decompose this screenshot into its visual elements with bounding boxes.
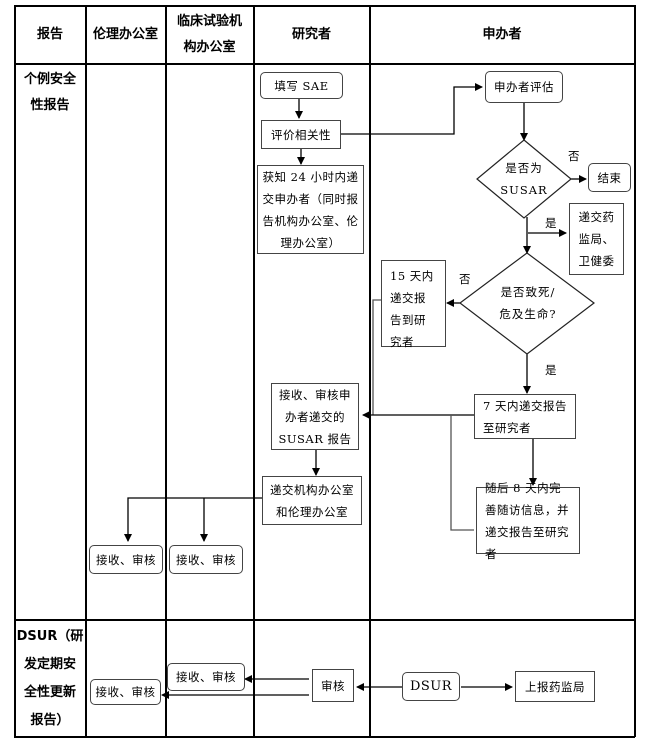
- report-15d-text: 15 天内递交报告到研究者: [390, 269, 434, 349]
- header-bottom-border: [14, 63, 635, 65]
- submit-nmpa-box: 递交药监局、卫健委: [569, 203, 624, 275]
- assess-relevance-text: 评价相关性: [271, 127, 331, 142]
- dsur-source-box: DSUR: [402, 672, 460, 701]
- header-investigator-text: 研究者: [291, 26, 331, 42]
- row-label-individual-line1: 个例安全: [23, 72, 76, 87]
- receive-review-susar-text: 接收、审核申办者递交的 SUSAR 报告: [278, 387, 352, 446]
- fatal-yes-label: 是: [545, 363, 557, 377]
- fatal-decision-label: 是否致死/ 危及生命?: [488, 281, 568, 325]
- dsur-institution-receive-text: 接收、审核: [176, 670, 236, 684]
- row-label-dsur-line2: 发定期安: [23, 657, 76, 672]
- fatal-no-label: 否: [459, 272, 471, 286]
- header-ethics-office-text: 伦理办公室: [92, 26, 158, 42]
- table-bottom-border: [14, 736, 635, 738]
- row-label-dsur: DSUR（研 发定期安 全性更新 报告）: [15, 623, 85, 735]
- dsur-investigator-review-text: 审核: [321, 678, 345, 693]
- dsur-institution-receive-box: 接收、审核: [167, 663, 245, 691]
- dsur-ethics-receive-box: 接收、审核: [90, 679, 161, 705]
- header-report: 报告: [15, 6, 85, 63]
- susar-decision-label: 是否为 SUSAR: [492, 157, 556, 201]
- col-border-5: [634, 5, 636, 737]
- col-border-0: [14, 5, 16, 737]
- report-15d-box: 15 天内递交报告到研究者: [381, 260, 446, 349]
- end-box: 结束: [588, 163, 631, 192]
- susar-yes-label: 是: [545, 216, 557, 230]
- submit-nmpa-text: 递交药监局、卫健委: [578, 210, 615, 268]
- notify-24h-box: 获知 24 小时内递交申办者（同时报告机构办公室、伦理办公室）: [257, 165, 364, 254]
- dsur-report-nmpa-box: 上报药监局: [515, 671, 595, 702]
- end-text: 结束: [597, 170, 622, 185]
- header-investigator: 研究者: [254, 6, 369, 63]
- fill-sae-box: 填写 SAE: [260, 72, 343, 99]
- submit-offices-text: 递交机构办公室和伦理办公室: [270, 482, 354, 519]
- fatal-decision-line2: 危及生命?: [499, 307, 557, 321]
- col-border-1: [85, 5, 87, 737]
- notify-24h-text: 获知 24 小时内递交申办者（同时报告机构办公室、伦理办公室）: [262, 169, 359, 250]
- sponsor-assess-box: 申办者评估: [485, 71, 563, 103]
- ethics-receive-review-box: 接收、审核: [89, 545, 163, 574]
- report-8d-box: 随后 8 天内完善随访信息，并递交报告至研究者: [476, 481, 580, 561]
- submit-offices-box: 递交机构办公室和伦理办公室: [262, 476, 362, 525]
- header-institution-office: 临床试验机 构办公室: [166, 6, 253, 63]
- report-7d-box: 7 天内递交报告至研究者: [474, 394, 576, 439]
- assess-relevance-box: 评价相关性: [261, 120, 341, 149]
- dsur-report-nmpa-text: 上报药监局: [525, 679, 585, 694]
- flow-table: [14, 5, 634, 736]
- header-report-text: 报告: [36, 26, 63, 42]
- report-8d-text: 随后 8 天内完善随访信息，并递交报告至研究者: [485, 480, 569, 561]
- table-top-border: [14, 5, 635, 7]
- col-border-2: [165, 5, 167, 737]
- fill-sae-text: 填写 SAE: [274, 78, 329, 93]
- row-label-individual-line2: 性报告: [30, 98, 70, 113]
- col-border-3: [253, 5, 255, 737]
- col-border-4: [369, 5, 371, 737]
- institution-receive-review-box: 接收、审核: [169, 545, 243, 574]
- report-7d-text: 7 天内递交报告至研究者: [483, 398, 567, 435]
- dsur-investigator-review-box: 审核: [312, 669, 354, 702]
- ethics-receive-review-text: 接收、审核: [96, 552, 156, 567]
- susar-no-label: 否: [568, 149, 580, 163]
- susar-decision-line1: 是否为: [505, 161, 543, 175]
- dsur-source-text: DSUR: [409, 678, 453, 694]
- fatal-decision-line1: 是否致死/: [500, 285, 556, 299]
- header-sponsor: 申办者: [370, 6, 634, 63]
- header-sponsor-text: 申办者: [482, 26, 522, 42]
- receive-review-susar-box: 接收、审核申办者递交的 SUSAR 报告: [271, 383, 359, 450]
- header-ethics-office: 伦理办公室: [86, 6, 165, 63]
- sponsor-assess-text: 申办者评估: [494, 80, 554, 94]
- header-institution-line2: 构办公室: [183, 39, 236, 55]
- row-label-dsur-line3: 全性更新: [23, 685, 76, 700]
- row-label-individual: 个例安全 性报告: [15, 67, 85, 119]
- row-separator: [14, 619, 635, 621]
- header-institution-line1: 临床试验机: [176, 13, 242, 29]
- row-label-dsur-line1: DSUR（研: [16, 629, 84, 644]
- institution-receive-review-text: 接收、审核: [176, 552, 236, 567]
- dsur-ethics-receive-text: 接收、审核: [95, 685, 156, 699]
- susar-decision-line2: SUSAR: [500, 183, 548, 197]
- row-label-dsur-line4: 报告）: [30, 713, 70, 728]
